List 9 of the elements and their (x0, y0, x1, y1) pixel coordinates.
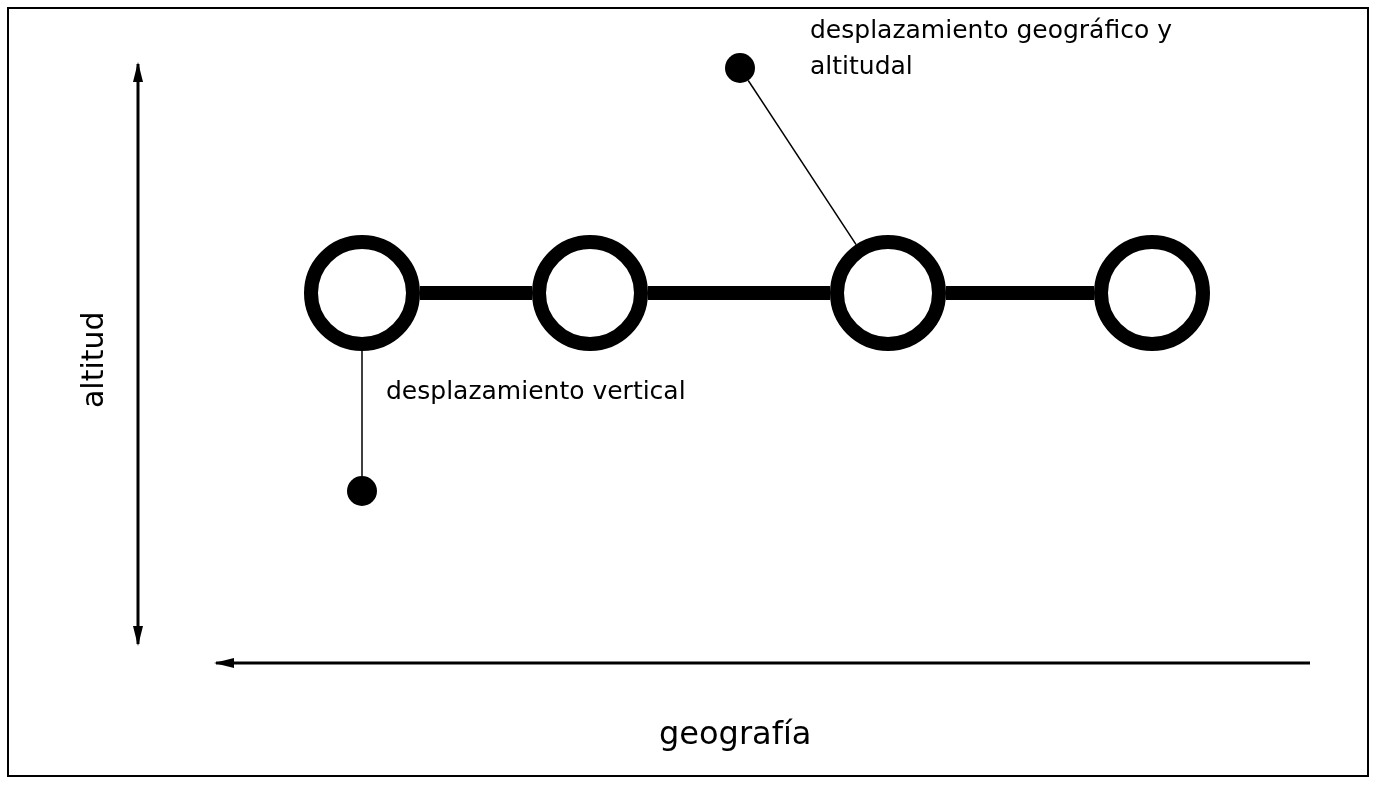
connector-bar (420, 286, 532, 300)
dot-marker (725, 53, 755, 83)
dot-marker (347, 476, 377, 506)
axis-label: altitud (73, 311, 111, 409)
axis-label: geografía (659, 713, 812, 754)
connector-line (361, 350, 363, 477)
connector-bar (946, 286, 1094, 300)
connector-bar (648, 286, 830, 300)
connector-line (747, 79, 857, 246)
